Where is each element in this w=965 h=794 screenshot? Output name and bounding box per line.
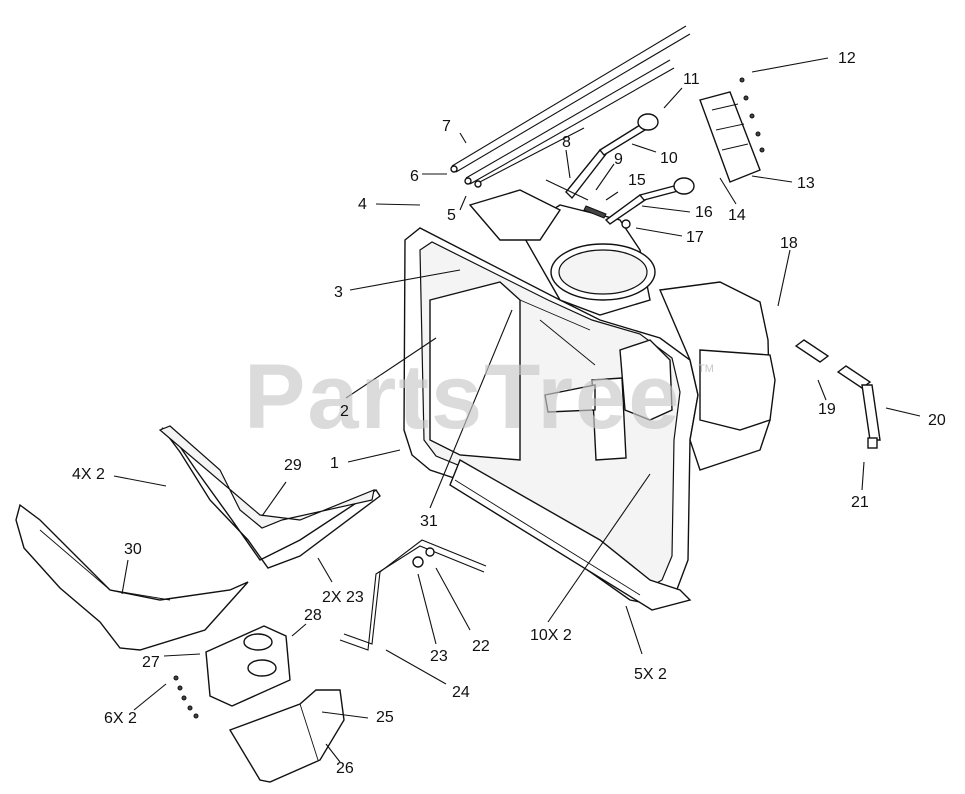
support-rod	[339, 539, 487, 651]
callout-26: 26	[336, 760, 354, 777]
cable-rods	[450, 25, 691, 188]
callout-13: 13	[797, 175, 815, 192]
crank-handle	[794, 339, 881, 449]
callout-27: 27	[142, 654, 160, 671]
leader-lines	[113, 57, 921, 763]
callout-25: 25	[376, 709, 394, 726]
deflector-bracket	[158, 425, 381, 569]
callout-15: 15	[628, 172, 646, 189]
callout-9: 9	[614, 151, 623, 168]
callout-2: 2	[340, 403, 349, 420]
callout-6x2: 6X 2	[104, 710, 137, 727]
mount-bracket	[173, 625, 291, 719]
housing-assembly	[403, 189, 776, 611]
callout-5x2: 5X 2	[634, 666, 667, 683]
callout-14: 14	[728, 207, 746, 224]
callout-29: 29	[284, 457, 302, 474]
callout-4x2: 4X 2	[72, 466, 105, 483]
chute-shield	[228, 689, 345, 783]
control-levers	[545, 113, 695, 229]
callout-5: 5	[447, 207, 456, 224]
callout-1: 1	[330, 455, 339, 472]
deflector-panel	[15, 503, 249, 651]
callout-10: 10	[660, 150, 678, 167]
callout-23: 23	[430, 648, 448, 665]
callout-16: 16	[695, 204, 713, 221]
callout-28: 28	[304, 607, 322, 624]
control-plate	[699, 77, 765, 183]
callout-22: 22	[472, 638, 490, 655]
callout-24: 24	[452, 684, 470, 701]
callout-labels: 12 11 7 8 9 10 6 15 13 4 5 16 14 17 18 3…	[72, 50, 946, 777]
callout-11: 11	[683, 71, 700, 88]
callout-18: 18	[780, 235, 798, 252]
callout-2x23: 2X 23	[322, 589, 364, 606]
callout-31: 31	[420, 513, 438, 530]
callout-10x2: 10X 2	[530, 627, 572, 644]
callout-3: 3	[334, 284, 343, 301]
callout-17: 17	[686, 229, 704, 246]
callout-30: 30	[124, 541, 142, 558]
callout-19: 19	[818, 401, 836, 418]
callout-21: 21	[851, 494, 869, 511]
watermark-text: PartsTree	[244, 346, 681, 448]
watermark-tm: TM	[698, 363, 714, 375]
callout-12: 12	[838, 50, 856, 67]
callout-4: 4	[358, 196, 367, 213]
callout-7: 7	[442, 118, 451, 135]
callout-20: 20	[928, 412, 946, 429]
callout-8: 8	[562, 134, 571, 151]
callout-6: 6	[410, 168, 419, 185]
